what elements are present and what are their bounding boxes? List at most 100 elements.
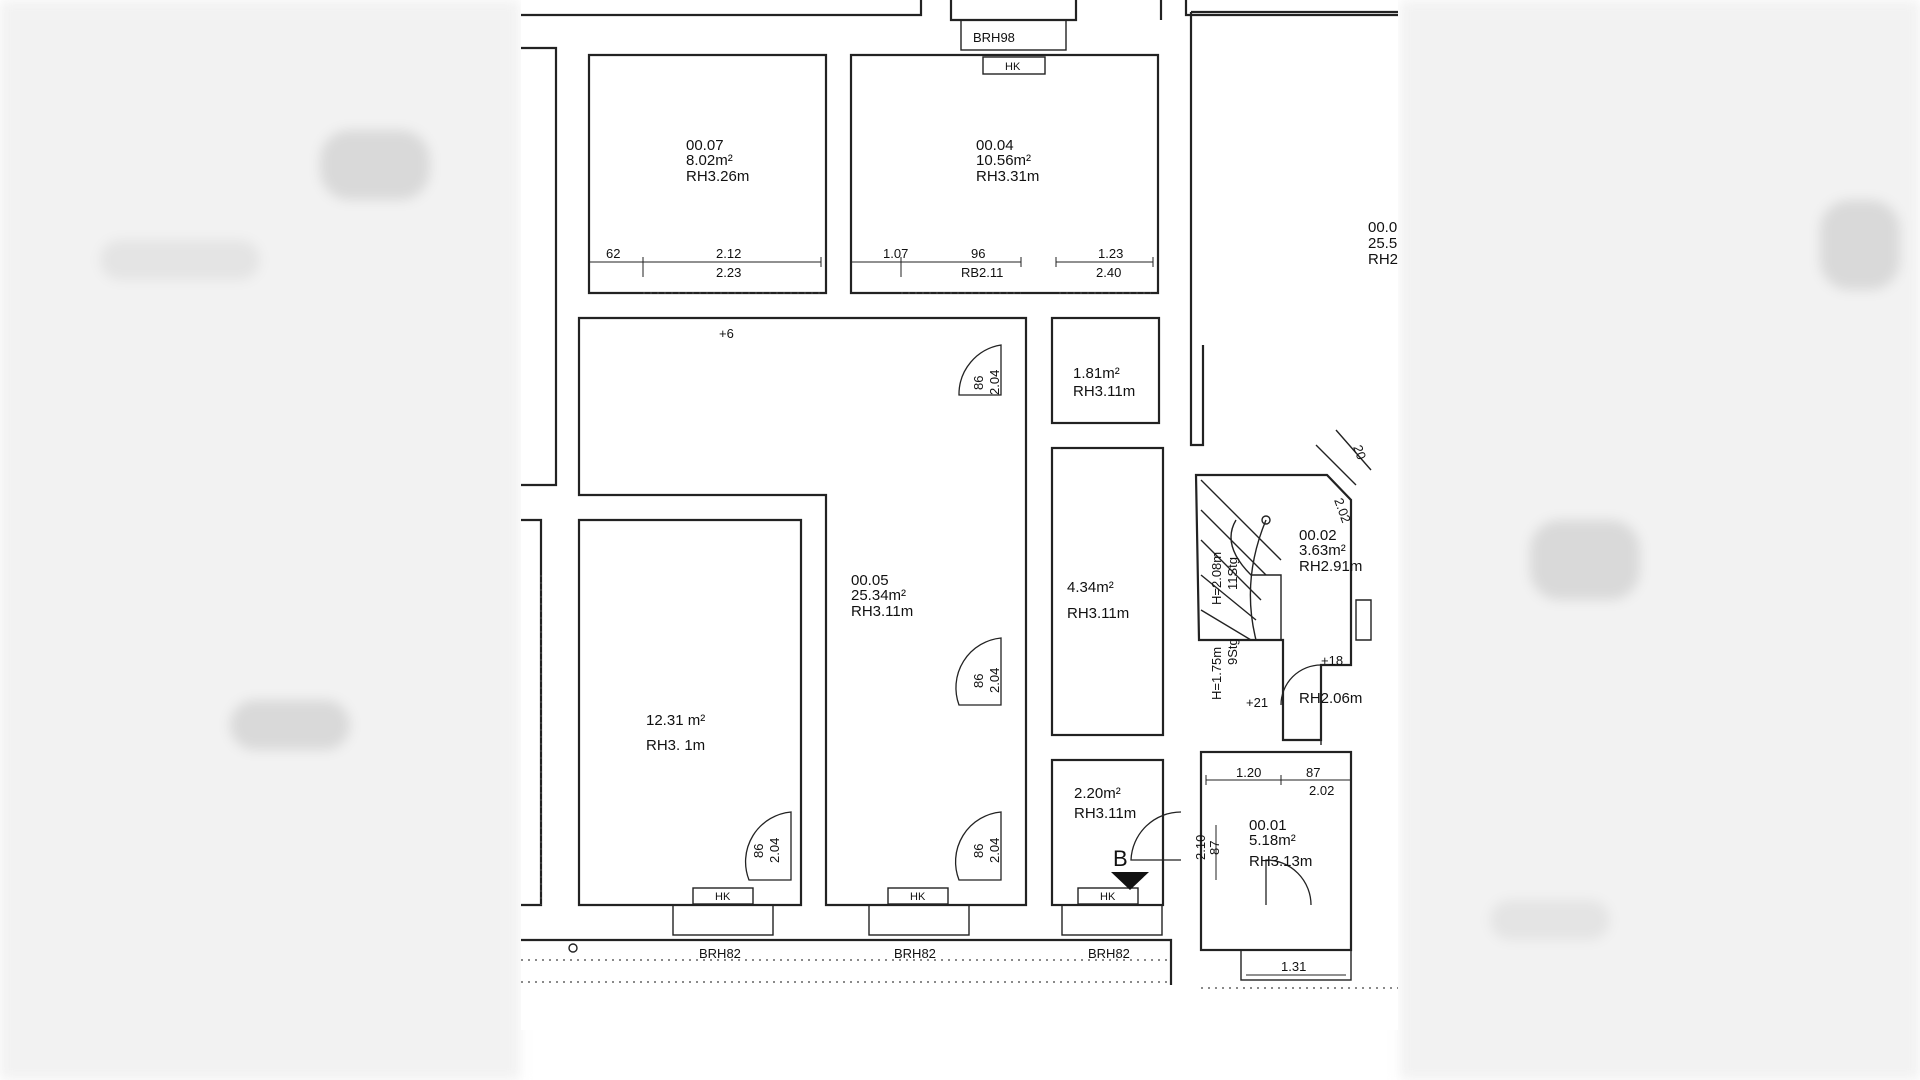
radiator-left [692, 887, 754, 905]
stair-11stg: 11Stg [1225, 557, 1240, 590]
svg-text:RH3.11m: RH3.11m [851, 603, 913, 620]
bottom-facade [521, 938, 1173, 985]
svg-text:RH3.31m: RH3.31m [976, 168, 1039, 185]
svg-text:00.01: 00.01 [1249, 817, 1287, 834]
radiator-mid [887, 887, 949, 905]
window-0001 [1240, 949, 1352, 981]
dim-86d: 86 [751, 844, 766, 858]
label-room-0002: 00.02 3.63m² RH2.91m [1299, 527, 1362, 575]
dim-87-side: 87 [1207, 841, 1222, 855]
radiator-right [1077, 887, 1139, 905]
door-swing-small2 [955, 637, 1002, 706]
top-wall-right [1184, 0, 1398, 17]
label-room-0007: 00.07 8.02m² RH3.26m [686, 137, 749, 185]
svg-text:8.02m²: 8.02m² [686, 152, 733, 169]
tag-brh82a: BRH82 [699, 946, 741, 961]
dim-plus18: +18 [1321, 653, 1343, 668]
room-0007-walls [587, 53, 828, 295]
svg-text:RH3.26m: RH3.26m [686, 168, 749, 185]
svg-text:5.18m²: 5.18m² [1249, 832, 1296, 849]
svg-text:2.20m²: 2.20m² [1074, 785, 1121, 802]
tag-brh82c: BRH82 [1088, 946, 1130, 961]
stair-corner-dims [1315, 429, 1372, 486]
dim-20: 20 [1350, 443, 1369, 462]
label-room-0001: 00.01 5.18m² RH3.13m [1249, 817, 1312, 870]
svg-text:RH3.11m: RH3.11m [1074, 805, 1136, 822]
tag-brh98: BRH98 [973, 30, 1015, 45]
top-wall-left [521, 0, 923, 17]
dim-plus21: +21 [1246, 695, 1268, 710]
stair-h208: H=2.08m [1209, 552, 1224, 605]
dim-123: 1.23 [1098, 246, 1123, 261]
room-0005-walls [577, 316, 1028, 907]
svg-text:00.04: 00.04 [976, 137, 1014, 154]
room-right-walls [1189, 10, 1398, 447]
dim-120: 1.20 [1236, 765, 1261, 780]
svg-text:RH2: RH2 [1368, 251, 1398, 268]
dim-204d: 2.04 [767, 838, 782, 863]
dim-86b: 86 [971, 674, 986, 688]
door-swing-small1 [958, 344, 1002, 396]
label-stair-landing: RH2.06m [1299, 690, 1362, 707]
blurred-background-right [1400, 0, 1920, 1080]
stair-newel [1261, 515, 1271, 525]
svg-text:RH2.91m: RH2.91m [1299, 558, 1362, 575]
svg-text:00.02: 00.02 [1299, 527, 1337, 544]
tag-hk-c: HK [1100, 891, 1116, 903]
svg-text:00.0: 00.0 [1368, 219, 1397, 236]
label-room-left: 12.31 m² RH3. 1m [646, 712, 705, 754]
window-top [960, 19, 1067, 51]
svg-text:RH3. 1m: RH3. 1m [646, 737, 705, 754]
svg-text:00.05: 00.05 [851, 572, 889, 589]
floor-plan: 00.07 8.02m² RH3.26m 00.04 10.56m² RH3.3… [521, 0, 1398, 1030]
window-left [672, 904, 774, 936]
room-small1-walls [1050, 316, 1161, 425]
svg-text:10.56m²: 10.56m² [976, 152, 1031, 169]
dim-rb211: RB2.11 [961, 265, 1003, 280]
tag-brh82b: BRH82 [894, 946, 936, 961]
dim-204a: 2.04 [987, 370, 1002, 395]
tag-hk-a: HK [715, 891, 731, 903]
dim-62: 62 [606, 246, 620, 261]
dim-212: 2.12 [716, 246, 741, 261]
top-wall-mid [949, 0, 1078, 22]
label-room-0004: 00.04 10.56m² RH3.31m [976, 137, 1039, 185]
door-swing-stair [1280, 664, 1322, 706]
svg-text:12.31 m²: 12.31 m² [646, 712, 705, 729]
facade-dotted [521, 959, 1398, 989]
section-marker-triangle [1111, 872, 1149, 890]
stair-niche [1355, 599, 1372, 641]
label-room-small2: 4.34m² RH3.11m [1067, 579, 1129, 622]
left-wall-upper [521, 46, 558, 487]
svg-text:25.5: 25.5 [1368, 235, 1397, 252]
stair-treads [1200, 479, 1282, 641]
dim-96: 96 [971, 246, 985, 261]
stair-curve [1249, 519, 1267, 641]
section-label-b: B [1113, 846, 1128, 871]
facade-marker [568, 943, 578, 953]
svg-text:00.07: 00.07 [686, 137, 724, 154]
door-swing-0001-entry [1130, 811, 1182, 861]
radiator-top [982, 56, 1046, 75]
dim-86c: 86 [971, 844, 986, 858]
blurred-background-left [0, 0, 520, 1080]
door-swing-0001 [1265, 859, 1312, 906]
dim-240: 2.40 [1096, 265, 1121, 280]
window-right [1061, 904, 1163, 936]
dimension-lines-0001 [1205, 775, 1352, 785]
svg-text:RH3.11m: RH3.11m [1073, 383, 1135, 400]
dim-87: 87 [1306, 765, 1320, 780]
svg-text:1.81m²: 1.81m² [1073, 365, 1120, 382]
label-room-small1: 1.81m² RH3.11m [1073, 365, 1135, 400]
room-left-walls [577, 518, 803, 907]
window-mid [868, 904, 970, 936]
svg-text:4.34m²: 4.34m² [1067, 579, 1114, 596]
dim-210: 2.10 [1193, 835, 1208, 860]
stair-h175: H=1.75m [1209, 647, 1224, 700]
door-swing-small3 [954, 811, 1002, 881]
dim-107: 1.07 [883, 246, 908, 261]
room-0004-walls [849, 53, 1160, 295]
dim-204c: 2.04 [987, 838, 1002, 863]
svg-text:RH3.13m: RH3.13m [1249, 853, 1312, 870]
svg-text:RH3.11m: RH3.11m [1067, 605, 1129, 622]
